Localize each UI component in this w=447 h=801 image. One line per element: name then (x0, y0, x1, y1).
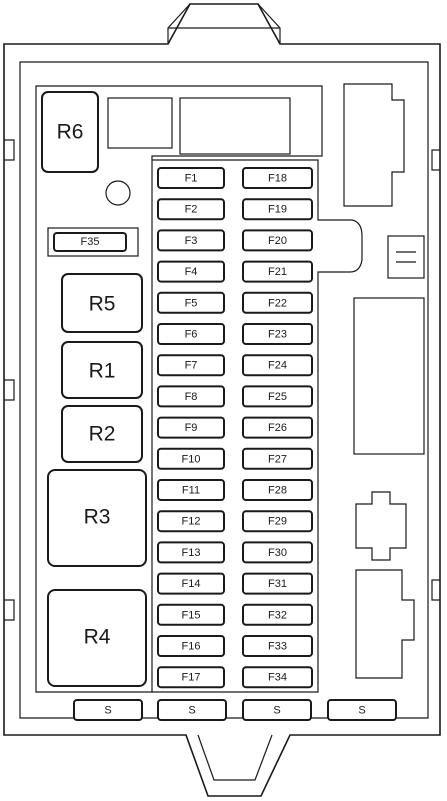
fuse-label: F5 (185, 297, 198, 309)
mounting-hole (105, 180, 131, 206)
fuse-label: F8 (185, 391, 198, 403)
fuse-f7: F7 (157, 354, 225, 377)
relay-r2-label: R2 (89, 423, 116, 446)
fuse-label: F28 (268, 485, 287, 497)
fuse-label: F32 (268, 609, 287, 621)
bottom-slot-label: S (104, 705, 111, 717)
fuse-label: F4 (185, 266, 198, 278)
fuse-label: F10 (182, 453, 201, 465)
fuse-label: F20 (268, 235, 287, 247)
fuse-f35-holder: F35 (47, 227, 139, 257)
fuse-label: F31 (268, 578, 287, 590)
top-connector-blocks (107, 97, 291, 155)
fuse-label: F9 (185, 422, 198, 434)
fuse-label: F11 (182, 485, 200, 497)
fuse-f23: F23 (242, 323, 313, 345)
bottom-slot: S (73, 699, 143, 721)
bottom-slot: S (327, 699, 397, 721)
fuse-f3: F3 (157, 229, 225, 252)
fuse-f15: F15 (157, 603, 225, 626)
fuse-f10: F10 (157, 447, 225, 470)
fuse-label: F18 (268, 173, 287, 185)
fuse-f9: F9 (157, 416, 225, 439)
relay-r4: R4 (47, 589, 147, 687)
fuse-f34: F34 (242, 666, 313, 689)
fuse-f35-label: F35 (81, 236, 100, 248)
right-side-components (343, 83, 425, 679)
fuse-label: F33 (268, 641, 287, 653)
fuse-label: F7 (185, 360, 198, 372)
fuse-f8: F8 (157, 385, 225, 408)
fuse-label: F12 (182, 516, 201, 528)
fuse-label: F14 (182, 578, 201, 590)
fuse-label: F1 (185, 173, 198, 185)
bottom-slot: S (242, 699, 312, 721)
relay-r5-label: R5 (89, 293, 116, 316)
fuse-label: F22 (268, 297, 287, 309)
fuse-f13: F13 (157, 541, 225, 564)
fuse-f11: F11 (157, 479, 225, 501)
fuse-label: F2 (185, 204, 198, 216)
fuse-label: F3 (185, 235, 198, 247)
fuse-f27: F27 (242, 447, 313, 470)
fuse-label: F27 (268, 453, 287, 465)
relay-r3: R3 (47, 469, 147, 567)
bottom-slot-label: S (358, 705, 365, 717)
bottom-slot: S (157, 699, 227, 721)
fuse-panel-frame (35, 85, 363, 693)
fuse-label: F19 (268, 204, 287, 216)
fuse-f21: F21 (242, 260, 313, 283)
fuse-label: F17 (182, 672, 201, 684)
fuse-f2: F2 (157, 198, 225, 221)
fuse-f1: F1 (157, 167, 225, 189)
fuse-f14: F14 (157, 572, 225, 595)
fuse-f4: F4 (157, 260, 225, 283)
relay-r3-label: R3 (84, 506, 111, 529)
fuse-f12: F12 (157, 510, 225, 533)
relay-r1-label: R1 (89, 360, 116, 383)
fuse-f6: F6 (157, 323, 225, 345)
fuse-f5: F5 (157, 291, 225, 314)
fuse-f24: F24 (242, 354, 313, 377)
fuse-label: F25 (268, 391, 287, 403)
fuse-f16: F16 (157, 635, 225, 657)
fuse-f28: F28 (242, 479, 313, 501)
relay-r2: R2 (61, 405, 143, 463)
fuse-f22: F22 (242, 291, 313, 314)
fuse-column-right: F18F19F20F21F22F23F24F25F26F27F28F29F30F… (242, 167, 313, 689)
fuse-f33: F33 (242, 635, 313, 657)
fuse-label: F6 (185, 329, 198, 341)
fuse-label: F30 (268, 547, 287, 559)
fuse-f20: F20 (242, 229, 313, 252)
fuse-label: F16 (182, 641, 201, 653)
fuse-label: F15 (182, 609, 201, 621)
relay-r4-label: R4 (84, 626, 111, 649)
fuse-f19: F19 (242, 198, 313, 221)
bottom-slot-label: S (273, 705, 280, 717)
fuse-column-left: F1F2F3F4F5F6F7F8F9F10F11F12F13F14F15F16F… (157, 167, 225, 689)
fuse-f32: F32 (242, 603, 313, 626)
fuse-f18: F18 (242, 167, 313, 189)
relay-r6: R6 (41, 91, 99, 173)
fuse-label: F21 (268, 266, 287, 278)
fuse-f25: F25 (242, 385, 313, 408)
relay-r6-label: R6 (57, 121, 84, 144)
fuse-label: F29 (268, 516, 287, 528)
fuse-f29: F29 (242, 510, 313, 533)
fuse-label: F13 (182, 547, 201, 559)
fuse-label: F24 (268, 360, 287, 372)
fuse-f31: F31 (242, 572, 313, 595)
fuse-label: F23 (268, 329, 287, 341)
fuse-f26: F26 (242, 416, 313, 439)
relay-r5: R5 (61, 273, 143, 333)
fuse-label: F26 (268, 422, 287, 434)
relay-r1: R1 (61, 341, 143, 399)
fuse-f17: F17 (157, 666, 225, 689)
fuse-f30: F30 (242, 541, 313, 564)
fuse-label: F34 (268, 672, 287, 684)
bottom-slot-label: S (188, 705, 195, 717)
